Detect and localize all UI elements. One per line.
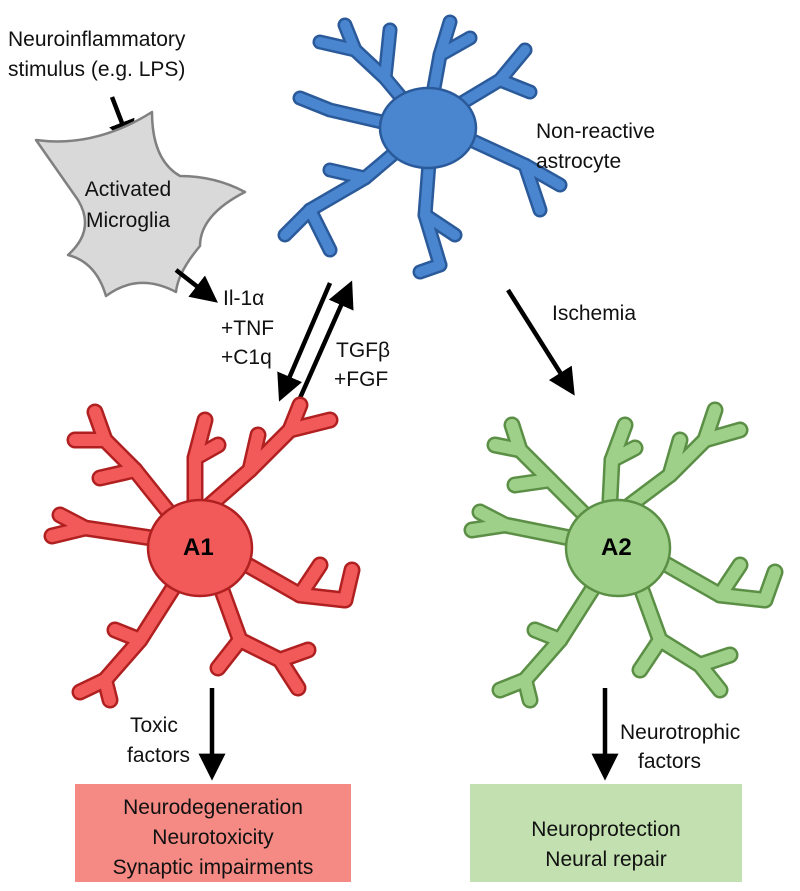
activated-microglia-cell	[34, 110, 247, 298]
a2-label: A2	[601, 534, 632, 561]
a2-outcome-line1: Neuroprotection	[531, 818, 680, 841]
a1-outcome-line3: Synaptic impairments	[113, 856, 314, 879]
microglia-to-a1-arrow	[174, 268, 218, 303]
microglia-label-line2: Microglia	[86, 209, 170, 232]
reverse-signal-line2: +FGF	[334, 368, 388, 391]
a1-astrocyte	[43, 396, 361, 709]
non-reactive-label-line2: astrocyte	[536, 150, 621, 173]
toxic-factors-line2: factors	[127, 744, 190, 767]
ischemia-label: Ischemia	[552, 302, 636, 325]
stimulus-label-line1: Neuroinflammatory	[8, 28, 186, 51]
a1-outcome-line2: Neurotoxicity	[152, 826, 274, 849]
a2-astrocyte	[463, 401, 784, 709]
a2-outcome-line2: Neural repair	[545, 848, 666, 871]
a1-to-astrocyte-arrow	[297, 280, 354, 399]
neurotrophic-factors-line2: factors	[638, 750, 701, 773]
a2-outcome-box	[470, 784, 742, 882]
microglia-label-line1: Activated	[85, 178, 171, 201]
a1-signal-line1: Il-1α	[223, 287, 264, 310]
toxic-factors-line1: Toxic	[130, 714, 178, 737]
a1-signal-line2: +TNF	[221, 317, 274, 340]
neurotrophic-factors-line1: Neurotrophic	[620, 721, 740, 744]
non-reactive-label-line1: Non-reactive	[536, 120, 655, 143]
non-reactive-astrocyte	[277, 14, 568, 280]
a1-label: A1	[183, 534, 214, 561]
a1-outcome-line1: Neurodegeneration	[123, 796, 303, 819]
stimulus-label-line2: stimulus (e.g. LPS)	[8, 58, 185, 81]
ischemia-arrow	[506, 288, 575, 396]
astrocyte-to-a1-arrow	[277, 282, 333, 402]
reverse-signal-line1: TGFβ	[336, 339, 390, 362]
a1-signal-line3: +C1q	[221, 346, 272, 369]
a1-outcome-box	[75, 784, 351, 882]
